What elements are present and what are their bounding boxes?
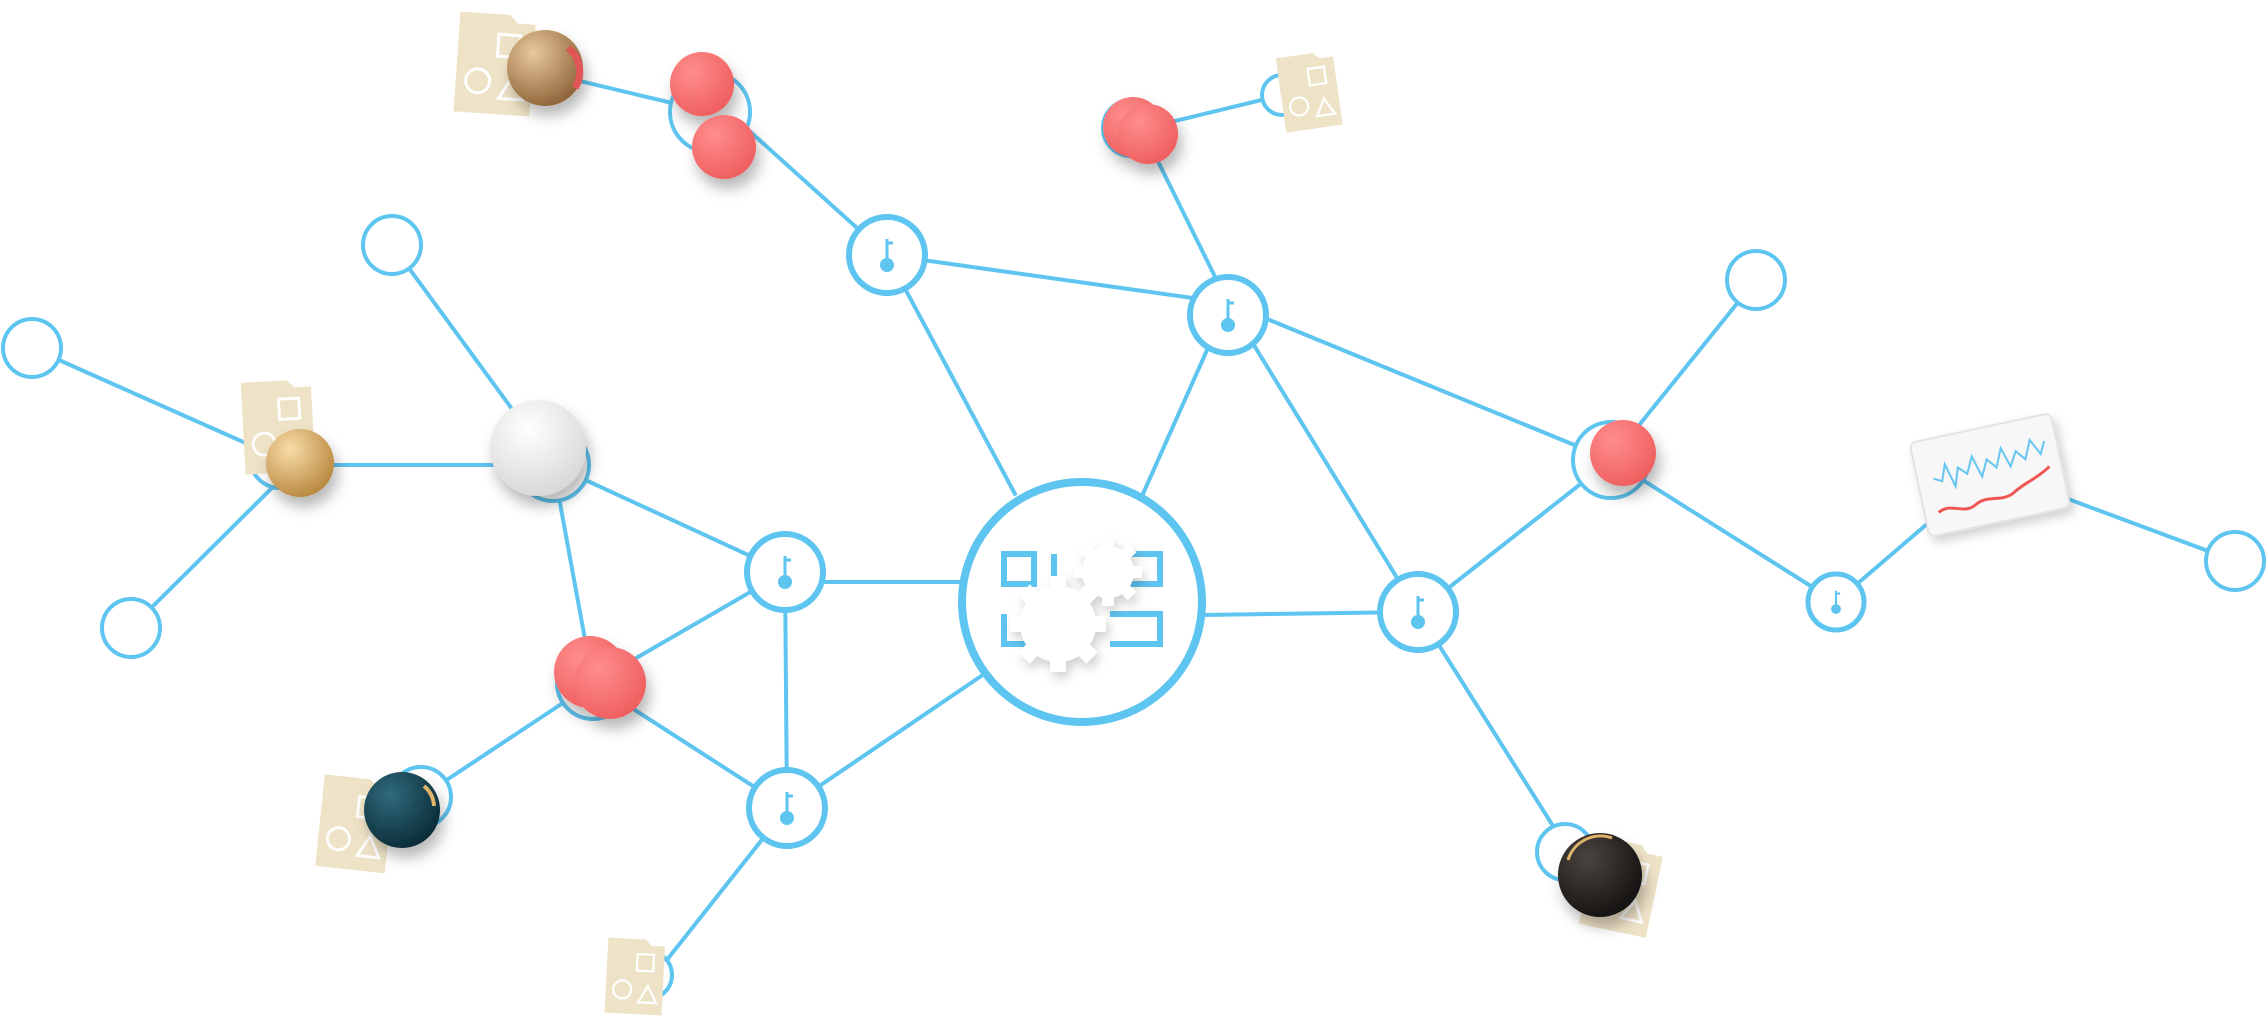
key-node[interactable]: [1187, 274, 1269, 356]
user-avatar-black[interactable]: [1558, 833, 1642, 917]
key-node[interactable]: [846, 214, 928, 296]
key-nodes: [744, 214, 1867, 849]
coral-endpoint-pair[interactable]: [1103, 97, 1178, 164]
line-chart-card-icon[interactable]: [1909, 413, 2071, 537]
key-node[interactable]: [746, 767, 828, 849]
leaf-node[interactable]: [1, 317, 63, 379]
gears-hub-icon[interactable]: [958, 478, 1206, 726]
user-avatar-tan[interactable]: [507, 30, 584, 106]
user-avatar-white[interactable]: [490, 400, 586, 496]
link: [885, 253, 1017, 496]
user-avatar-gold[interactable]: [266, 429, 334, 497]
endpoint-avatars: [266, 30, 1656, 917]
document-icon[interactable]: [603, 936, 667, 1017]
link: [1416, 610, 1567, 847]
link: [129, 463, 297, 630]
leaf-node[interactable]: [361, 214, 423, 276]
link: [1226, 301, 1613, 462]
documents: [239, 9, 1666, 1017]
leaf-node[interactable]: [1725, 249, 1787, 311]
key-node[interactable]: [1377, 571, 1459, 653]
leaf-node[interactable]: [100, 597, 162, 659]
coral-endpoint[interactable]: [1590, 420, 1656, 486]
coral-endpoint-pair[interactable]: [554, 636, 646, 719]
key-node[interactable]: [744, 531, 826, 613]
link: [1609, 458, 1838, 604]
leaf-node[interactable]: [2204, 530, 2266, 592]
endpoint-rings: [248, 70, 1651, 1001]
key-node[interactable]: [1805, 571, 1867, 633]
link: [551, 463, 787, 574]
link: [885, 253, 1230, 305]
link: [1226, 301, 1420, 614]
coral-endpoint-pair[interactable]: [670, 52, 756, 179]
document-icon[interactable]: [1274, 49, 1344, 134]
leaf-nodes: [1, 73, 2266, 659]
user-avatar-teal[interactable]: [364, 772, 440, 848]
